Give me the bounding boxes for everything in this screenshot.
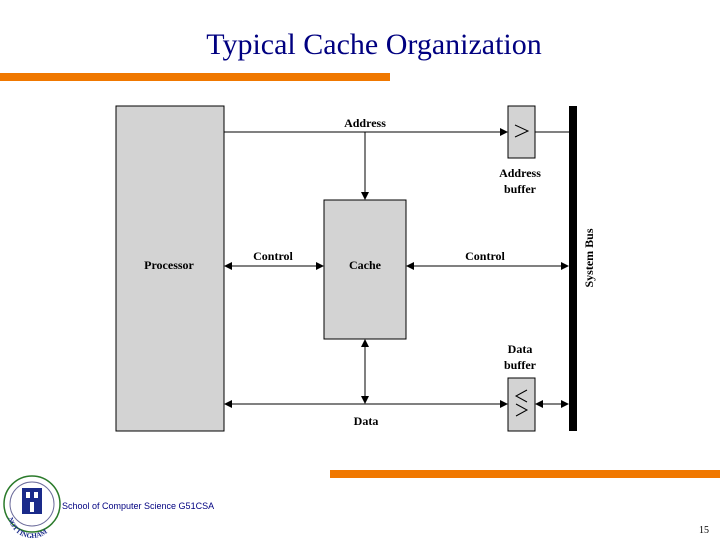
processor-label: Processor	[144, 258, 194, 272]
address-buffer-label-line2: buffer	[504, 182, 537, 196]
control-left-label: Control	[253, 249, 293, 263]
university-seal-logo: NOTTINGHAM	[3, 475, 61, 540]
system-bus-label: System Bus	[582, 228, 596, 287]
data-buffer-symbol-right	[515, 403, 529, 417]
system-bus-line	[569, 106, 577, 431]
address-buffer-label-line1: Address	[499, 166, 541, 180]
bottom-accent-bar	[330, 470, 720, 478]
address-buffer	[507, 105, 536, 159]
control-right-label: Control	[465, 249, 505, 263]
data-buffer-label-line1: Data	[508, 342, 533, 356]
data-buffer-label-line2: buffer	[504, 358, 537, 372]
page-number: 15	[699, 525, 709, 536]
footer-text: School of Computer Science G51CSA	[62, 501, 215, 511]
data-label: Data	[354, 414, 379, 428]
processor-block	[115, 105, 225, 432]
address-label: Address	[344, 116, 386, 130]
slide-title: Typical Cache Organization	[206, 28, 542, 61]
top-accent-bar	[0, 73, 390, 81]
address-buffer-symbol	[514, 124, 530, 138]
data-buffer	[507, 377, 536, 432]
cache-label: Cache	[349, 258, 382, 272]
data-buffer-symbol-left	[514, 389, 528, 403]
